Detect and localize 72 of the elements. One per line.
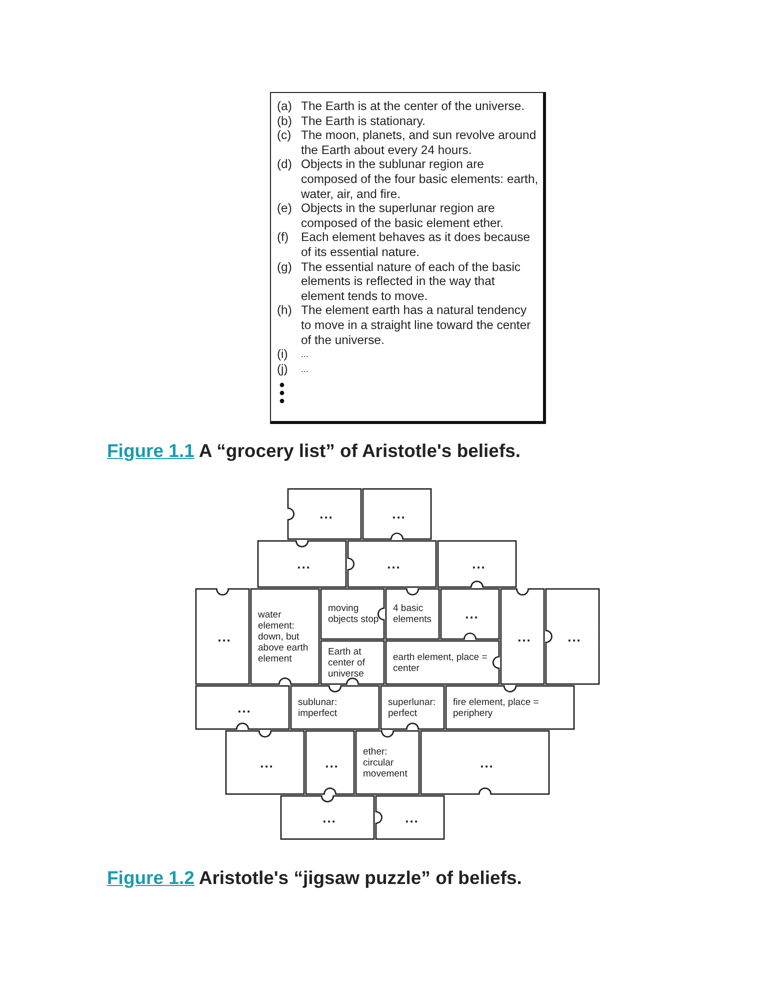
piece-label: ... xyxy=(386,558,402,570)
puzzle-piece xyxy=(362,488,432,540)
belief-text: ... xyxy=(301,362,310,376)
puzzle-piece xyxy=(290,685,380,730)
item-letter: (e) xyxy=(277,201,293,218)
piece-label: ... xyxy=(566,631,582,642)
puzzle-piece xyxy=(225,730,305,795)
puzzle-piece xyxy=(500,588,545,685)
item-letter: (b) xyxy=(277,114,293,128)
belief-text: ... xyxy=(301,348,310,362)
piece-label: ... xyxy=(471,558,487,570)
item-letter: (g) xyxy=(277,260,293,276)
belief-text: Objects in the superlunar region are composed of the basic element ether. xyxy=(301,201,505,230)
puzzle-piece xyxy=(250,588,320,685)
puzzle-piece xyxy=(320,640,385,685)
item-letter: (f) xyxy=(277,230,290,246)
piece-label: ... xyxy=(464,608,480,620)
item-letter: (h) xyxy=(277,303,293,320)
puzzle-piece xyxy=(385,640,500,685)
puzzle-piece xyxy=(375,795,445,840)
puzzle-piece xyxy=(257,540,347,588)
item-letter: (j) xyxy=(277,362,289,376)
piece-label: sublunar: imperfect xyxy=(298,696,338,718)
puzzle-piece xyxy=(195,588,250,685)
puzzle-piece xyxy=(347,540,437,588)
item-letter: (d) xyxy=(277,157,293,174)
puzzle-piece xyxy=(385,588,440,640)
puzzle-piece xyxy=(380,685,445,730)
belief-text: Each element behaves as it does because of its essential nature. xyxy=(301,230,532,260)
puzzle-piece xyxy=(320,588,385,640)
item-letter: (i) xyxy=(277,347,289,362)
piece-label: earth element, place = center xyxy=(393,652,488,674)
piece-label: Earth at center of universe xyxy=(328,646,366,679)
belief-text: Objects in the sublunar region are composed of the four basic elements: earth, water, air, and fire. xyxy=(301,157,539,202)
figure-link: Figure 1.2 xyxy=(107,867,194,888)
piece-label: superlunar: perfect xyxy=(388,696,437,718)
puzzle-piece xyxy=(305,730,355,795)
item-letter: (c) xyxy=(277,128,292,144)
figure-link: Figure 1.1 xyxy=(107,440,194,461)
piece-label: 4 basic elements xyxy=(393,603,433,625)
piece-label: ... xyxy=(259,757,275,768)
belief-text: The element earth has a natural tendency to move in a straight line toward the center of the universe. xyxy=(301,303,532,348)
piece-label: water element: down, but above earth element xyxy=(258,609,310,664)
piece-label: ... xyxy=(404,812,420,823)
piece-label: ... xyxy=(318,508,334,520)
belief-text: The essential nature of each of the basic elements is reflected in the way that element tends to move. xyxy=(301,260,522,304)
piece-label: ... xyxy=(324,757,340,768)
puzzle-piece xyxy=(440,588,500,640)
piece-label: ... xyxy=(216,631,232,642)
puzzle-piece xyxy=(437,540,517,588)
puzzle-piece xyxy=(420,730,550,795)
item-letter: (a) xyxy=(277,99,293,114)
piece-label: ... xyxy=(391,508,407,520)
puzzle-piece xyxy=(355,730,420,795)
puzzle-piece xyxy=(545,588,600,685)
piece-label: ... xyxy=(479,757,495,768)
figure-caption: Figure 1.2 Aristotle's “jigsaw puzzle” of beliefs. xyxy=(107,867,522,889)
belief-text: The moon, planets, and sun revolve around the Earth about every 24 hours. xyxy=(301,128,538,158)
belief-text: The Earth is at the center of the universe. xyxy=(301,99,526,114)
piece-label: fire element, place = periphery xyxy=(453,696,540,718)
piece-label: moving objects stop xyxy=(328,603,380,625)
piece-label: ether: circular movement xyxy=(363,746,408,779)
puzzle-piece xyxy=(445,685,575,730)
puzzle-piece xyxy=(195,685,290,730)
piece-label: ... xyxy=(516,631,532,642)
piece-label: ... xyxy=(296,558,312,570)
belief-text: The Earth is stationary. xyxy=(301,114,426,128)
piece-label: ... xyxy=(236,702,252,713)
puzzle-piece xyxy=(280,795,375,840)
figure-caption: Figure 1.1 A “grocery list” of Aristotle's beliefs. xyxy=(107,440,521,462)
piece-label: ... xyxy=(322,812,338,823)
puzzle-piece xyxy=(287,488,362,540)
